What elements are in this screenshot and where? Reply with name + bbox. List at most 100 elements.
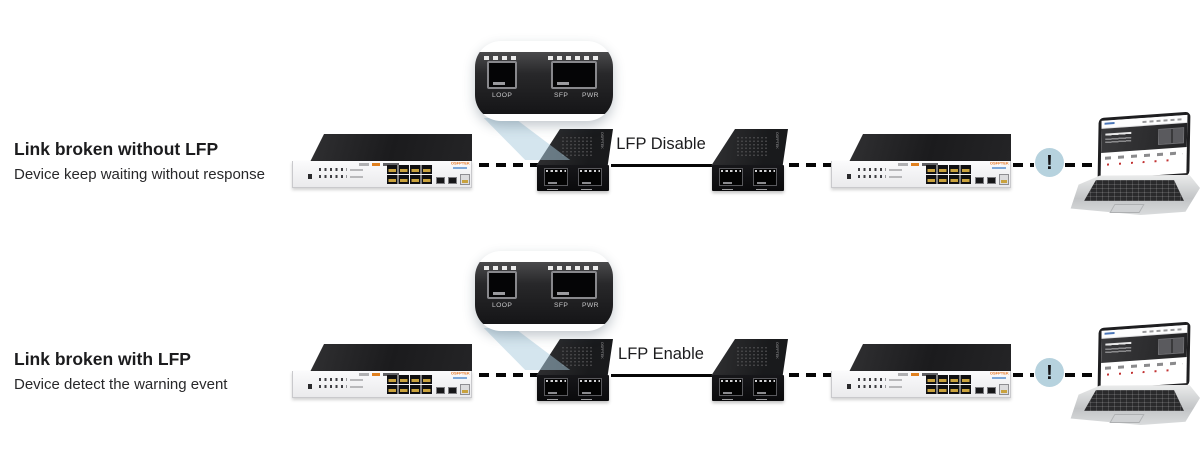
sfp-port bbox=[551, 61, 597, 89]
network-switch-left: OSFPTEK bbox=[292, 134, 472, 188]
sfp-slot bbox=[436, 177, 445, 184]
webpage-hero-banner bbox=[1101, 332, 1188, 364]
fiber-link-dashed bbox=[789, 163, 832, 167]
lfp-status-label: LFP Disable bbox=[616, 135, 706, 153]
network-switch-right: OSFPTEK bbox=[831, 344, 1011, 398]
brand-label: OSFPTEK bbox=[451, 371, 470, 376]
sfp-port bbox=[719, 378, 743, 396]
laptop-screen bbox=[1097, 111, 1191, 183]
ground-icon bbox=[847, 174, 851, 179]
port-label-mark bbox=[756, 188, 767, 190]
port-label-mark bbox=[581, 188, 592, 190]
webpage-hero-banner bbox=[1101, 122, 1188, 154]
ethernet-port-row bbox=[926, 175, 972, 184]
brand-label: OSFPTEK bbox=[451, 161, 470, 166]
webpage-dot-row bbox=[1106, 158, 1177, 166]
port-label-mark bbox=[547, 398, 558, 400]
ethernet-port-row bbox=[926, 165, 972, 174]
switch-front-panel: OSFPTEK bbox=[831, 161, 1011, 188]
port-label-mark bbox=[581, 398, 592, 400]
switch-microtext bbox=[359, 373, 403, 376]
sfp-slot bbox=[975, 177, 984, 184]
lfp-status-label: LFP Enable bbox=[618, 345, 704, 363]
sfp-ports-callout: LOOP SFP PWR bbox=[475, 41, 613, 121]
warning-glyph: ! bbox=[1046, 151, 1053, 174]
laptop-touchpad bbox=[1109, 204, 1145, 213]
pc-link-dashed bbox=[1013, 163, 1034, 167]
converter-top-cover: OSFPTEK bbox=[711, 129, 788, 166]
warning-icon: ! bbox=[1035, 358, 1064, 387]
ethernet-port-row bbox=[387, 385, 433, 394]
media-converter-left: OSFPTEK bbox=[536, 339, 613, 401]
row-subtitle: Device detect the warning event bbox=[14, 376, 228, 393]
sfp-slots bbox=[436, 387, 457, 394]
media-converter-right: OSFPTEK bbox=[711, 129, 788, 191]
media-converter-left: OSFPTEK bbox=[536, 129, 613, 191]
ethernet-port-row bbox=[926, 385, 972, 394]
switch-top-cover bbox=[849, 134, 1011, 162]
led-indicators bbox=[858, 385, 902, 388]
switch-microtext bbox=[898, 163, 942, 166]
led-indicators bbox=[319, 175, 363, 178]
sfp-port bbox=[719, 168, 743, 186]
ground-icon bbox=[308, 384, 312, 389]
cage-latch bbox=[548, 392, 557, 394]
cage-latch bbox=[548, 182, 557, 184]
cage-latch bbox=[723, 182, 732, 184]
sfp-port bbox=[551, 271, 597, 299]
brand-label: OSFPTEK bbox=[990, 161, 1009, 166]
loop-port bbox=[487, 61, 517, 89]
ethernet-port-row bbox=[387, 375, 433, 384]
network-switch-right: OSFPTEK bbox=[831, 134, 1011, 188]
sfp-slot bbox=[987, 387, 996, 394]
fiber-link-solid bbox=[611, 164, 712, 167]
network-switch-left: OSFPTEK bbox=[292, 344, 472, 398]
callout-device-face: LOOP SFP PWR bbox=[475, 262, 613, 324]
switch-front-panel: OSFPTEK bbox=[292, 371, 472, 398]
emi-fingers bbox=[721, 380, 741, 382]
emi-fingers bbox=[546, 170, 566, 172]
webpage-dot-row bbox=[1106, 368, 1177, 376]
emi-fingers bbox=[755, 170, 775, 172]
warning-glyph: ! bbox=[1046, 361, 1053, 384]
port-label-pwr: PWR bbox=[582, 91, 599, 99]
cage-latch bbox=[582, 392, 591, 394]
model-label bbox=[992, 167, 1006, 169]
laptop-webpage bbox=[1100, 114, 1188, 180]
sfp-slots bbox=[436, 177, 457, 184]
port-label-mark bbox=[547, 188, 558, 190]
laptop-touchpad bbox=[1109, 414, 1145, 423]
sfp-slot bbox=[436, 387, 445, 394]
converter-brand-label: OSFPTEK bbox=[774, 342, 779, 359]
model-label bbox=[453, 377, 467, 379]
emi-fingers bbox=[755, 380, 775, 382]
port-label-mark bbox=[756, 398, 767, 400]
cage-latch bbox=[582, 182, 591, 184]
row-title: Link broken with LFP bbox=[14, 349, 191, 369]
port-label-sfp: SFP bbox=[554, 91, 569, 99]
switch-top-cover bbox=[849, 344, 1011, 372]
row-subtitle: Device keep waiting without response bbox=[14, 166, 265, 183]
uplink-port bbox=[999, 174, 1009, 185]
converter-brand-label: OSFPTEK bbox=[599, 342, 604, 359]
port-label-loop: LOOP bbox=[492, 91, 513, 99]
emi-fingers bbox=[548, 266, 600, 270]
scenario-row-without-lfp: Link broken without LFP Device keep wait… bbox=[0, 0, 1200, 228]
led-indicators bbox=[319, 385, 363, 388]
sfp-port bbox=[753, 168, 777, 186]
laptop bbox=[1068, 320, 1200, 427]
sfp-slots bbox=[975, 387, 996, 394]
row-title: Link broken without LFP bbox=[14, 139, 219, 159]
cage-latch bbox=[757, 392, 766, 394]
pc-link-dashed bbox=[1065, 163, 1105, 167]
port-label-sfp: SFP bbox=[554, 301, 569, 309]
led-indicators bbox=[319, 378, 363, 381]
cage-latch bbox=[757, 182, 766, 184]
fiber-link-dashed bbox=[462, 163, 539, 167]
ground-icon bbox=[308, 174, 312, 179]
fiber-link-dashed bbox=[789, 373, 832, 377]
sfp-port bbox=[753, 378, 777, 396]
converter-brand-label: OSFPTEK bbox=[774, 132, 779, 149]
uplink-port bbox=[999, 384, 1009, 395]
switch-front-panel: OSFPTEK bbox=[831, 371, 1011, 398]
